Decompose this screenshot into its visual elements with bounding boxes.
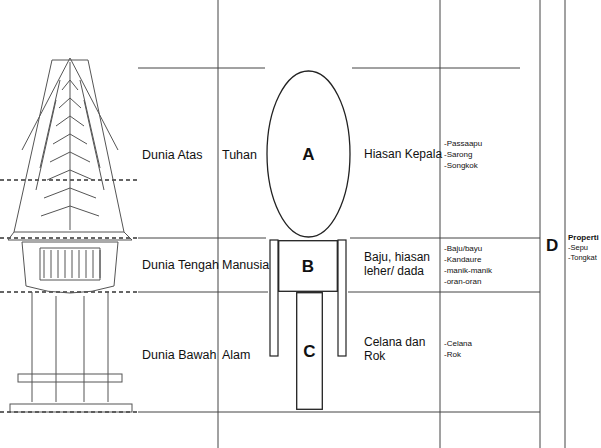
realm-name: Tuhan (222, 148, 257, 162)
head-ellipse: A (266, 70, 351, 238)
item: -Tongkat (568, 254, 597, 263)
node-letter: A (302, 146, 314, 163)
table-grid (138, 0, 565, 448)
body-part: Celana dan Rok (364, 336, 436, 364)
level-name: Dunia Atas (142, 148, 202, 162)
legs-box: C (296, 292, 323, 410)
body-part: Hiasan Kepala (364, 148, 442, 162)
item: -Kandaure (444, 255, 481, 264)
section-letter: D (546, 236, 558, 256)
item: -manik-manik (444, 266, 492, 275)
tongkonan-house-sketch (8, 58, 132, 412)
item: -Songkok (444, 161, 478, 170)
body-box: B (278, 240, 338, 292)
item: -Sepu (568, 244, 588, 253)
property-heading: Properti (568, 233, 599, 242)
body-part: Baju, hiasan leher/ dada (364, 251, 436, 279)
level-name: Dunia Tengah (142, 258, 219, 272)
item: -Celana (444, 339, 472, 348)
level-divider (0, 180, 138, 412)
node-letter: C (303, 343, 315, 360)
item: -Passaapu (444, 139, 482, 148)
node-letter: B (302, 258, 314, 275)
item: -oran-oran (444, 277, 481, 286)
item: -Baju/bayu (444, 244, 482, 253)
realm-name: Manusia (222, 258, 269, 272)
item: -Rok (444, 350, 461, 359)
item: -Sarong (444, 150, 472, 159)
level-name: Dunia Bawah (142, 348, 216, 362)
realm-name: Alam (222, 348, 250, 362)
